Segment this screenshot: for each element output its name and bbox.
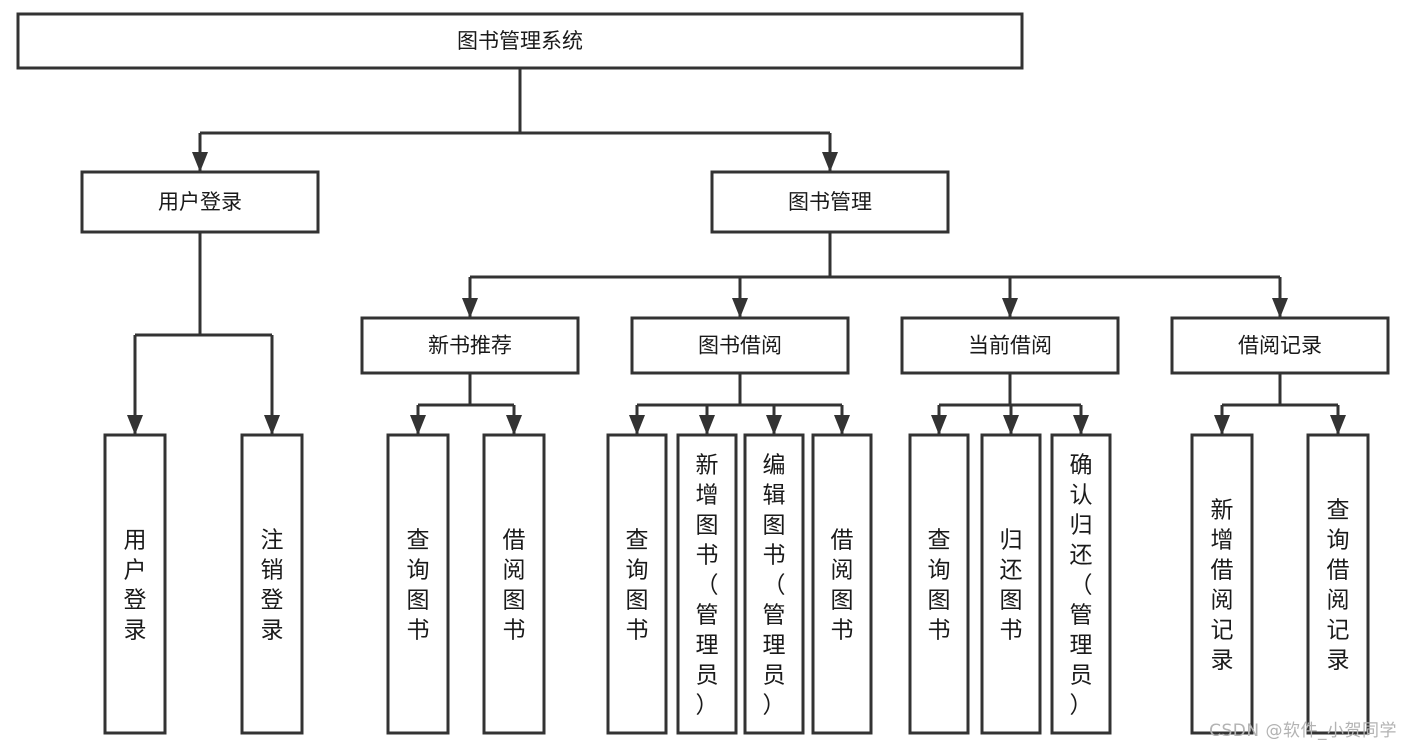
node-box-leaf-confirm-return[interactable] [1050,433,1112,735]
node-box-leaf-query-book-2[interactable] [606,433,668,735]
node-new-book-rec[interactable]: 新书推荐 [360,316,580,375]
node-box-book-borrow[interactable] [630,316,850,375]
edge-arrowhead [127,415,143,435]
node-leaf-user-login[interactable]: 用户登录 [103,433,167,735]
edge-arrowhead [1214,415,1230,435]
node-root[interactable]: 图书管理系统 [16,12,1024,70]
edge-arrowhead [931,415,947,435]
node-current-borrow[interactable]: 当前借阅 [900,316,1120,375]
edge-arrowhead [732,298,748,318]
watermark-text: CSDN @软件_小贺同学 [1209,721,1397,741]
node-layer: 图书管理系统用户登录图书管理新书推荐图书借阅当前借阅借阅记录用户登录注销登录查询… [16,12,1390,735]
node-leaf-confirm-return[interactable]: 确认归还（管理员） [1050,433,1112,735]
edge-layer [127,68,1346,435]
node-box-current-borrow[interactable] [900,316,1120,375]
node-label-leaf-edit-book: 编辑图书（管理员） [763,452,786,718]
edge-arrowhead [1073,415,1089,435]
node-leaf-add-book[interactable]: 新增图书（管理员） [676,433,738,735]
node-label-new-book-rec: 新书推荐 [428,334,512,358]
node-box-book-manage[interactable] [710,170,950,234]
node-label-leaf-query-book-1: 查询图书 [407,527,430,643]
node-leaf-borrow-book-1[interactable]: 借阅图书 [482,433,546,735]
edge-arrowhead [410,415,426,435]
node-box-user-login[interactable] [80,170,320,234]
node-box-leaf-query-book-1[interactable] [386,433,450,735]
node-book-borrow[interactable]: 图书借阅 [630,316,850,375]
node-box-leaf-edit-book[interactable] [743,433,805,735]
node-box-leaf-user-login[interactable] [103,433,167,735]
edge-arrowhead [462,298,478,318]
node-label-book-borrow: 图书借阅 [698,334,782,358]
node-box-leaf-borrow-book-1[interactable] [482,433,546,735]
edge-arrowhead [1002,298,1018,318]
edge-group-root [192,68,838,172]
node-box-leaf-borrow-book-2[interactable] [811,433,873,735]
node-leaf-logout[interactable]: 注销登录 [240,433,304,735]
node-box-root[interactable] [16,12,1024,70]
node-leaf-edit-book[interactable]: 编辑图书（管理员） [743,433,805,735]
node-label-leaf-borrow-book-1: 借阅图书 [503,527,526,643]
edge-arrowhead [192,152,208,172]
node-box-leaf-query-book-3[interactable] [908,433,970,735]
edge-arrowhead [822,152,838,172]
node-label-borrow-record: 借阅记录 [1238,334,1322,358]
node-leaf-add-record[interactable]: 新增借阅记录 [1190,433,1254,735]
node-leaf-query-book-3[interactable]: 查询图书 [908,433,970,735]
node-label-root: 图书管理系统 [457,29,583,53]
edge-arrowhead [1272,298,1288,318]
edge-arrowhead [699,415,715,435]
node-label-leaf-confirm-return: 确认归还（管理员） [1070,452,1093,718]
node-box-leaf-return-book[interactable] [980,433,1042,735]
node-leaf-query-book-1[interactable]: 查询图书 [386,433,450,735]
node-leaf-return-book[interactable]: 归还图书 [980,433,1042,735]
node-book-manage[interactable]: 图书管理 [710,170,950,234]
edge-group-current-borrow [931,373,1089,435]
node-user-login[interactable]: 用户登录 [80,170,320,234]
node-label-leaf-add-book: 新增图书（管理员） [696,452,719,718]
node-label-leaf-query-record: 查询借阅记录 [1327,497,1350,673]
node-box-borrow-record[interactable] [1170,316,1390,375]
node-label-leaf-user-login: 用户登录 [124,527,147,643]
edge-arrowhead [264,415,280,435]
edge-arrowhead [629,415,645,435]
node-label-book-manage: 图书管理 [788,190,872,214]
edge-group-borrow-record [1214,373,1346,435]
node-box-leaf-query-record[interactable] [1306,433,1370,735]
node-box-leaf-logout[interactable] [240,433,304,735]
node-label-leaf-query-book-3: 查询图书 [928,527,951,643]
node-label-leaf-return-book: 归还图书 [1000,527,1023,643]
node-box-leaf-add-record[interactable] [1190,433,1254,735]
edge-group-new-book-rec [410,373,522,435]
node-borrow-record[interactable]: 借阅记录 [1170,316,1390,375]
node-label-user-login: 用户登录 [158,190,242,214]
node-leaf-query-book-2[interactable]: 查询图书 [606,433,668,735]
node-label-current-borrow: 当前借阅 [968,334,1052,358]
edge-arrowhead [1003,415,1019,435]
node-label-leaf-logout: 注销登录 [261,527,284,643]
node-box-new-book-rec[interactable] [360,316,580,375]
node-label-leaf-add-record: 新增借阅记录 [1211,497,1234,673]
node-label-leaf-query-book-2: 查询图书 [626,527,649,643]
node-label-leaf-borrow-book-2: 借阅图书 [831,527,854,643]
node-leaf-query-record[interactable]: 查询借阅记录 [1306,433,1370,735]
edge-group-book-manage [462,232,1288,318]
edge-arrowhead [506,415,522,435]
node-box-leaf-add-book[interactable] [676,433,738,735]
edge-group-user-login [127,232,280,435]
edge-arrowhead [1330,415,1346,435]
node-leaf-borrow-book-2[interactable]: 借阅图书 [811,433,873,735]
edge-group-book-borrow [629,373,850,435]
edge-arrowhead [834,415,850,435]
edge-arrowhead [766,415,782,435]
